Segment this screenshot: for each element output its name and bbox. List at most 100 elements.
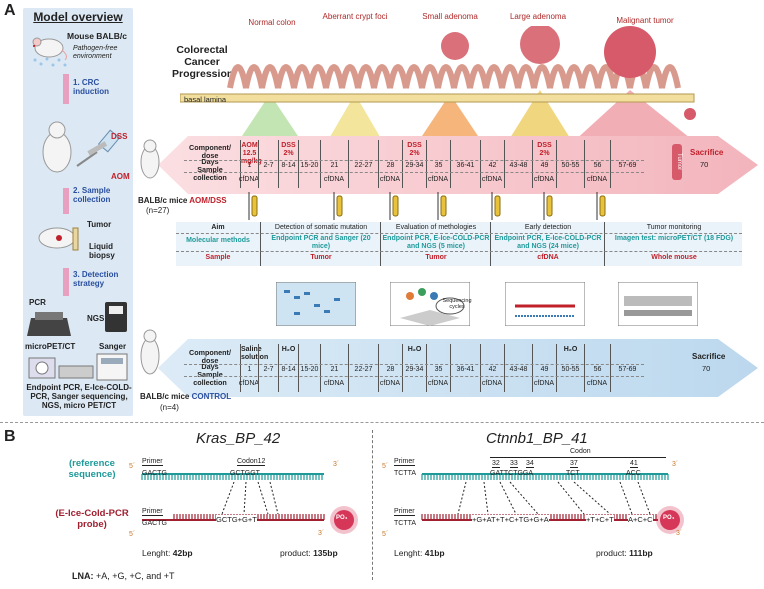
progression-title: Colorectal Cancer Progression: [172, 44, 234, 80]
controlGroup-component-cell: Saline solution: [241, 346, 269, 361]
aomGroup-column-divider: [480, 140, 481, 188]
ctnnb1-probe-primer-seq: TCTTA: [394, 520, 417, 527]
aomGroup-sample-cell: cfDNA: [323, 176, 345, 183]
controlGroup-day-cell: 29-34: [405, 366, 424, 373]
controlGroup-column-divider: [402, 344, 403, 392]
ctnnb1-codon-37: 37: [570, 460, 578, 468]
biopsy-mouse-icon: [38, 227, 79, 251]
pcr-machine-icon: [27, 312, 71, 336]
controlGroup-row-label: Days: [201, 362, 219, 371]
aom-mouse-icon: [140, 139, 160, 179]
controlGroup-day-cell: 36-41: [456, 366, 475, 373]
aims-method-cell: Endpoint PCR, E-Ice-COLD-PCR and NGS (24…: [494, 235, 602, 250]
aomGroup-day-cell: 8-14: [281, 162, 296, 169]
kras-probe-seq: GCTG+G+T: [216, 515, 257, 524]
cfdna-tubes: [248, 192, 606, 220]
injection-mouse-icon: [42, 121, 121, 173]
aomGroup-column-divider: [402, 140, 403, 188]
mouse-icon: [32, 37, 67, 61]
aomGroup-row-divider: [184, 160, 644, 161]
cfdna-tube-icon: [596, 192, 606, 220]
kras-probe-5prime: 5´: [129, 531, 136, 538]
aomGroup-column-divider: [532, 140, 533, 188]
micropet-label: microPET/CT: [25, 342, 76, 351]
sidebar-title: Model overview: [33, 10, 123, 24]
ctnnb1-ref-5prime: 5´: [382, 463, 389, 470]
sanger-label: Sanger: [99, 342, 127, 351]
kras-probe-label: (E-Ice-Cold-PCR probe): [55, 508, 129, 530]
aomGroup-day-cell: 42: [488, 162, 497, 169]
controlGroup-day-cell: 22-27: [354, 366, 373, 373]
controlGroup-component-cell: H₂O: [407, 346, 422, 353]
kras-product: product: 135bp: [280, 548, 338, 558]
ctnnb1-ref-seq2: TCT: [566, 470, 580, 477]
aomGroup-day-cell: 29-34: [405, 162, 424, 169]
controlGroup-day-cell: 57-69: [618, 366, 637, 373]
controlGroup-row-divider: [184, 364, 644, 365]
aims-column-divider: [380, 222, 381, 266]
stage-large-adenoma: Large adenoma: [509, 12, 567, 21]
liquid-biopsy-label: Liquid biopsy: [89, 242, 115, 260]
controlGroup-column-divider: [240, 344, 241, 392]
controlGroup-day-cell: 56: [593, 366, 602, 373]
controlGroup-day-cell: 15-20: [300, 366, 319, 373]
stage-malignant-tumor: Malignant tumor: [616, 16, 674, 25]
aims-column-divider: [260, 222, 261, 266]
ctnnb1-codon-41: 41: [630, 460, 638, 468]
controlGroup-column-divider: [378, 344, 379, 392]
aomGroup-column-divider: [348, 140, 349, 188]
pathogen-dots-icon: [33, 57, 67, 67]
aomGroup-day-cell: 1: [247, 162, 252, 169]
stage-small-adenoma: Small adenoma: [422, 12, 478, 21]
malignant-mass: [604, 26, 656, 78]
aomGroup-sample-cell: cfDNA: [533, 176, 555, 183]
kras-ref-5prime: 5´: [129, 463, 136, 470]
aomGroup-sample-cell: cfDNA: [427, 176, 449, 183]
kras-codon-label: Codon12: [237, 458, 266, 466]
step1-label: 1. CRC induction: [73, 78, 109, 96]
aomGroup-day-cell: 35: [434, 162, 443, 169]
aomGroup-day-cell: 21: [330, 162, 339, 169]
ctnnb1-probe-primer-label: Primer: [394, 508, 415, 516]
controlGroup-day-cell: 21: [330, 366, 339, 373]
panel-a-letter: A: [4, 2, 16, 19]
aims-method-cell: Imagen test: microPET/CT (18 FDG): [614, 235, 734, 242]
kras-title: Kras_BP_42: [196, 430, 281, 447]
ctnnb1-probe-seq: +G+AT+T+C+TG+G+A: [472, 515, 549, 524]
aomGroup-day-cell: 36-41: [456, 162, 475, 169]
controlGroup-sample-cell: cfDNA: [379, 380, 401, 387]
controlGroup-column-divider: [258, 344, 259, 392]
pcr-label: PCR: [29, 298, 46, 307]
aims-aim-cell: Tumor monitoring: [646, 224, 702, 231]
aom-group-label: BALB/c mice AOM/DSS: [138, 196, 227, 205]
aims-sample-cell: cfDNA: [537, 254, 559, 261]
section-divider: [0, 422, 764, 423]
controlGroup-column-divider: [504, 344, 505, 392]
aomGroup-component-cell: DSS 2%: [281, 142, 296, 157]
stage-aberrant-crypt-foci: Aberrant crypt foci: [322, 12, 388, 21]
controlGroup-component-cell: H₂O: [281, 346, 296, 353]
kras-primer-label: Primer: [142, 458, 163, 466]
control-sacrifice-label: Sacrifice: [692, 352, 726, 361]
controlGroup-day-cell: 43-48: [509, 366, 528, 373]
kras-probe-primer-label: Primer: [142, 508, 163, 516]
controlGroup-column-divider: [556, 344, 557, 392]
ctnnb1-probe-3prime: 3´: [676, 530, 683, 537]
aims-row-sample: Sample: [205, 254, 231, 261]
controlGroup-column-divider: [278, 344, 279, 392]
aims-row-aim: Aim: [211, 224, 225, 231]
lna-legend: LNA: +A, +G, +C, and +T: [72, 571, 175, 581]
controlGroup-sample-cell: cfDNA: [427, 380, 449, 387]
controlGroup-sample-cell: cfDNA: [238, 380, 260, 387]
controlGroup-column-divider: [450, 344, 451, 392]
kras-probe-primer-seq: GACTG: [142, 520, 167, 527]
ctnnb1-primer-label: Primer: [394, 458, 415, 466]
ctnnb1-title: Ctnnb1_BP_41: [486, 430, 588, 447]
aomGroup-column-divider: [426, 140, 427, 188]
aomGroup-column-divider: [258, 140, 259, 188]
aims-aim-cell: Evaluation of methologies: [395, 224, 477, 231]
ngs-machine-icon: [105, 302, 127, 332]
metastatic-cell: [684, 108, 696, 120]
aomGroup-column-divider: [298, 140, 299, 188]
